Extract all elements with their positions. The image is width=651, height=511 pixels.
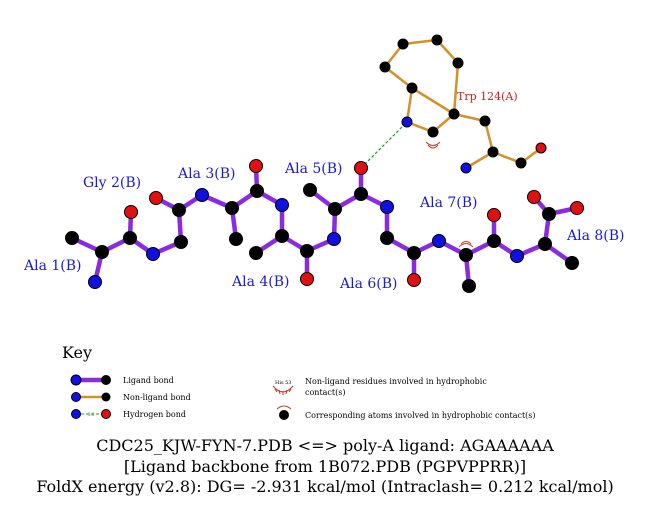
caption-line1: CDC25_KJW-FYN-7.PDB <=> poly-A ligand: A… [96, 436, 554, 455]
key-hydro-residue-sample: His 53 [275, 380, 291, 386]
label-ala7: Ala 7(B) [419, 195, 478, 211]
label-ala6: Ala 6(B) [339, 276, 398, 292]
ligand-bonds [69, 163, 580, 289]
atoms [65, 34, 584, 293]
key-hydrogen-bond: Hydrogen bond [123, 410, 186, 419]
hydrogen-bond [360, 121, 408, 169]
key: Key Ligand bond Non-ligand bond 3.0 Hydr… [62, 343, 536, 420]
label-ala1: Ala 1(B) [23, 258, 82, 274]
label-trp124: Trp 124(A) [457, 90, 518, 103]
key-hydro-residues-line1: Non-ligand residues involved in hydropho… [305, 377, 487, 386]
label-ala8: Ala 8(B) [566, 228, 625, 244]
hydrophobic-contact-marks [425, 141, 474, 248]
key-ligand-bond: Ligand bond [123, 376, 174, 385]
key-hydro-residues-line2: contact(s) [305, 388, 345, 397]
trp-side-chain [384, 38, 542, 170]
label-gly2: Gly 2(B) [83, 175, 141, 191]
label-ala3: Ala 3(B) [177, 166, 236, 182]
caption-line3: FoldX energy (v2.8): DG= -2.931 kcal/mol… [36, 477, 613, 496]
key-hydro-atoms: Corresponding atoms involved in hydropho… [305, 411, 536, 420]
key-hbond-length: 3.0 [88, 412, 95, 417]
key-nonligand-bond: Non-ligand bond [123, 393, 191, 402]
label-ala4: Ala 4(B) [231, 274, 290, 290]
label-ala5: Ala 5(B) [284, 161, 343, 177]
caption-line2: [Ligand backbone from 1B072.PDB (PGPVPPR… [124, 457, 526, 476]
key-title: Key [62, 343, 92, 362]
key-hydrophobic-residue-icon [272, 385, 294, 395]
